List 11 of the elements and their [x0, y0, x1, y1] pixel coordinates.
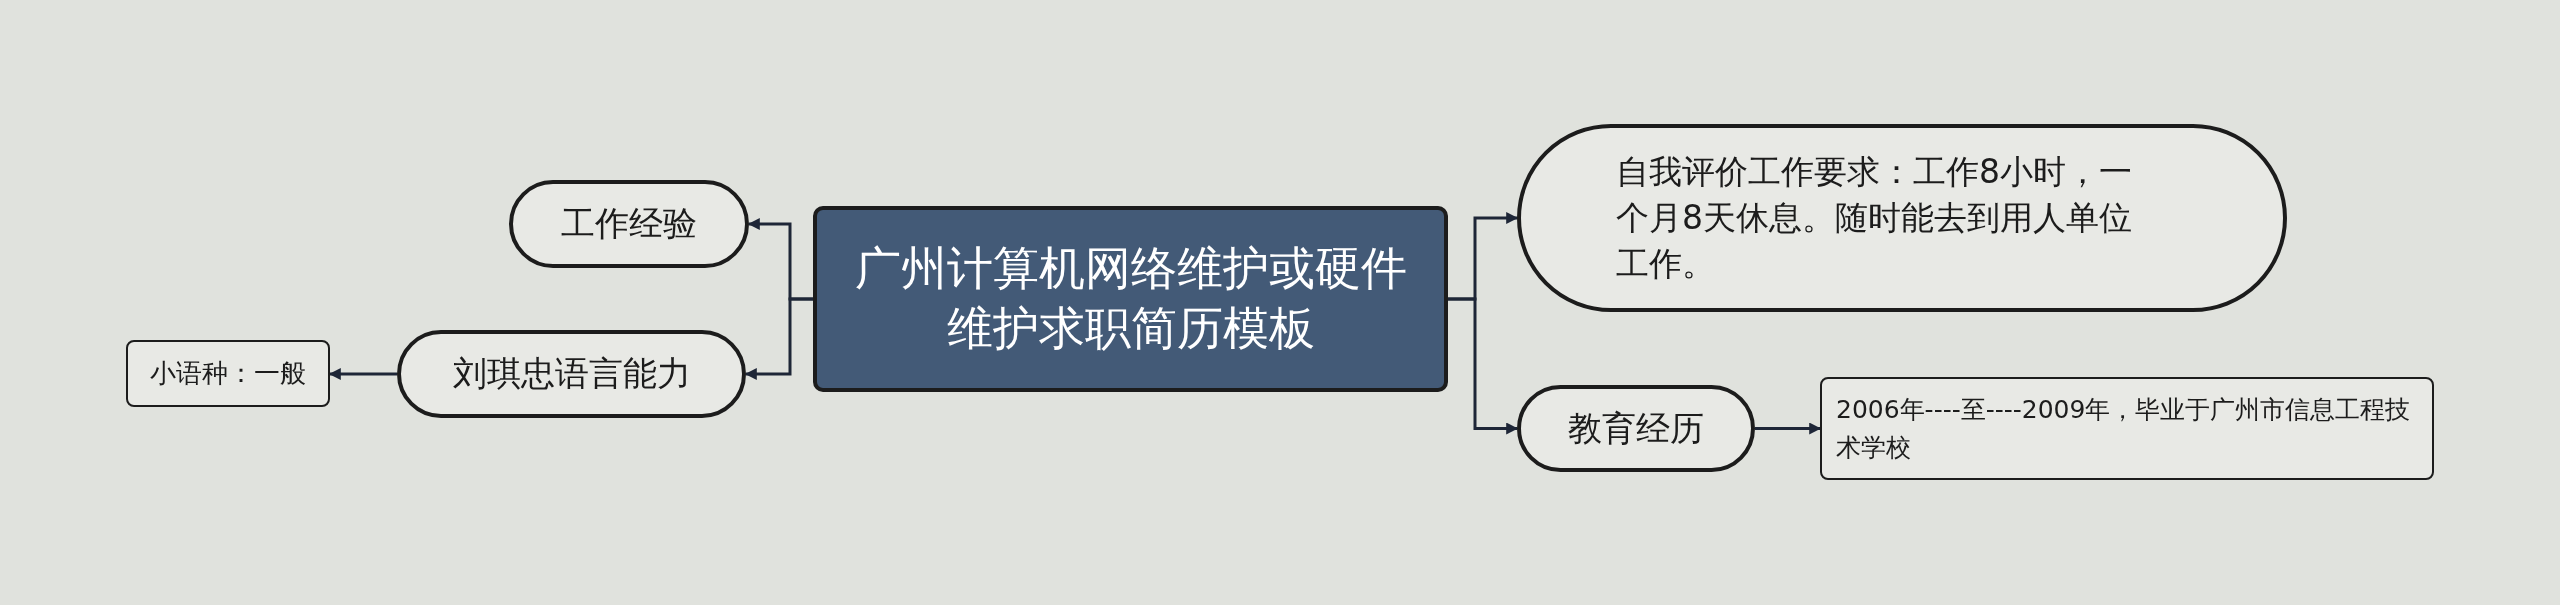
topic-pill: 自我评价工作要求：工作8小时，一个月8天休息。随时能去到用人单位工作。: [1517, 124, 2287, 312]
topic-pill: 教育经历: [1517, 385, 1755, 472]
arrow: [328, 368, 397, 380]
arrow: [1448, 297, 1519, 435]
arrow: [1755, 422, 1822, 435]
topic-pill: 刘琪忠语言能力: [397, 330, 746, 418]
note-box: 小语种：一般: [126, 340, 330, 407]
arrow: [744, 297, 813, 380]
topic-pill: 工作经验: [509, 180, 749, 268]
topic-box: 广州计算机网络维护或硬件维护求职简历模板: [813, 206, 1448, 392]
note-box: 2006年----至----2009年，毕业于广州市信息工程技术学校: [1820, 377, 2434, 480]
